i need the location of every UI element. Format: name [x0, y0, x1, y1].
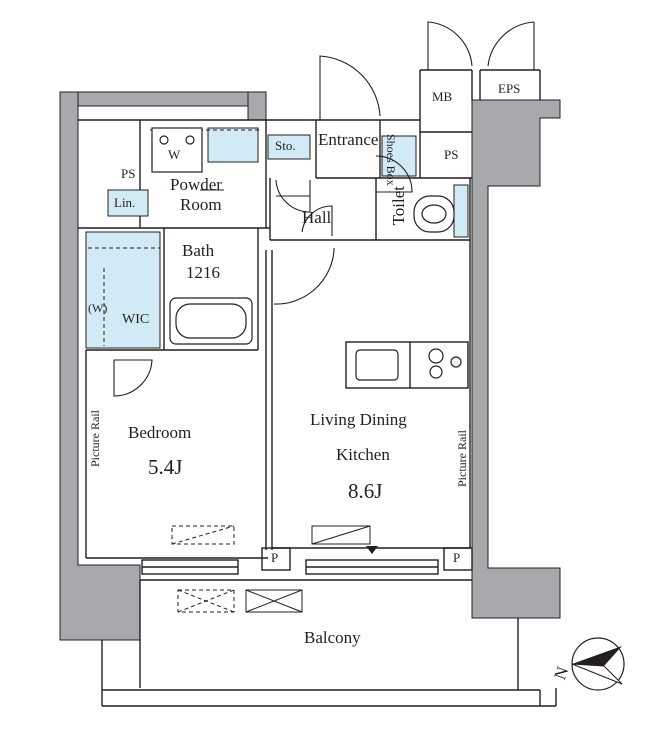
bath-size-label: 1216: [186, 263, 220, 282]
structural-walls: [59, 91, 561, 641]
ldk-label-2: Kitchen: [336, 445, 390, 464]
storage-areas: [85, 127, 469, 349]
eps-label: EPS: [498, 81, 521, 96]
p-right-label: P: [453, 550, 461, 565]
ps-powder-label: PS: [121, 166, 136, 181]
mb-label: MB: [432, 89, 453, 104]
ps-entrance-label: PS: [444, 147, 459, 162]
powder-room-label-1: Powder: [170, 175, 222, 194]
wic-washer-label: (W): [88, 301, 108, 315]
toilet-label: Toilet: [389, 186, 408, 226]
sto-label: Sto.: [275, 138, 296, 153]
p-left-label: P: [271, 550, 279, 565]
wic-rails: [88, 129, 262, 346]
picture-rail-left-label: Picture Rail: [88, 410, 102, 467]
entrance-label: Entrance: [318, 130, 379, 149]
balcony-label: Balcony: [304, 628, 361, 647]
shoes-box-label: Shoes Box: [384, 134, 399, 186]
compass-icon: [571, 637, 625, 691]
powder-room-label-2: Room: [180, 195, 222, 214]
fixtures: [151, 127, 462, 381]
washer-label: W: [168, 147, 181, 162]
entrance-arrow: [366, 546, 378, 554]
picture-rail-right-label: Picture Rail: [455, 430, 469, 487]
ldk-label-1: Living Dining: [310, 410, 407, 429]
linen-label: Lin.: [114, 195, 136, 210]
wic-label: WIC: [122, 312, 150, 327]
bedroom-label: Bedroom: [128, 423, 192, 442]
doors: [113, 21, 535, 397]
aircon-markers: [171, 525, 371, 613]
bath-label: Bath: [182, 241, 215, 260]
hall-label: Hall: [302, 208, 332, 227]
wall-lines: [78, 69, 557, 707]
ldk-size-label: 8.6J: [348, 479, 383, 503]
bedroom-size-label: 5.4J: [148, 455, 183, 479]
